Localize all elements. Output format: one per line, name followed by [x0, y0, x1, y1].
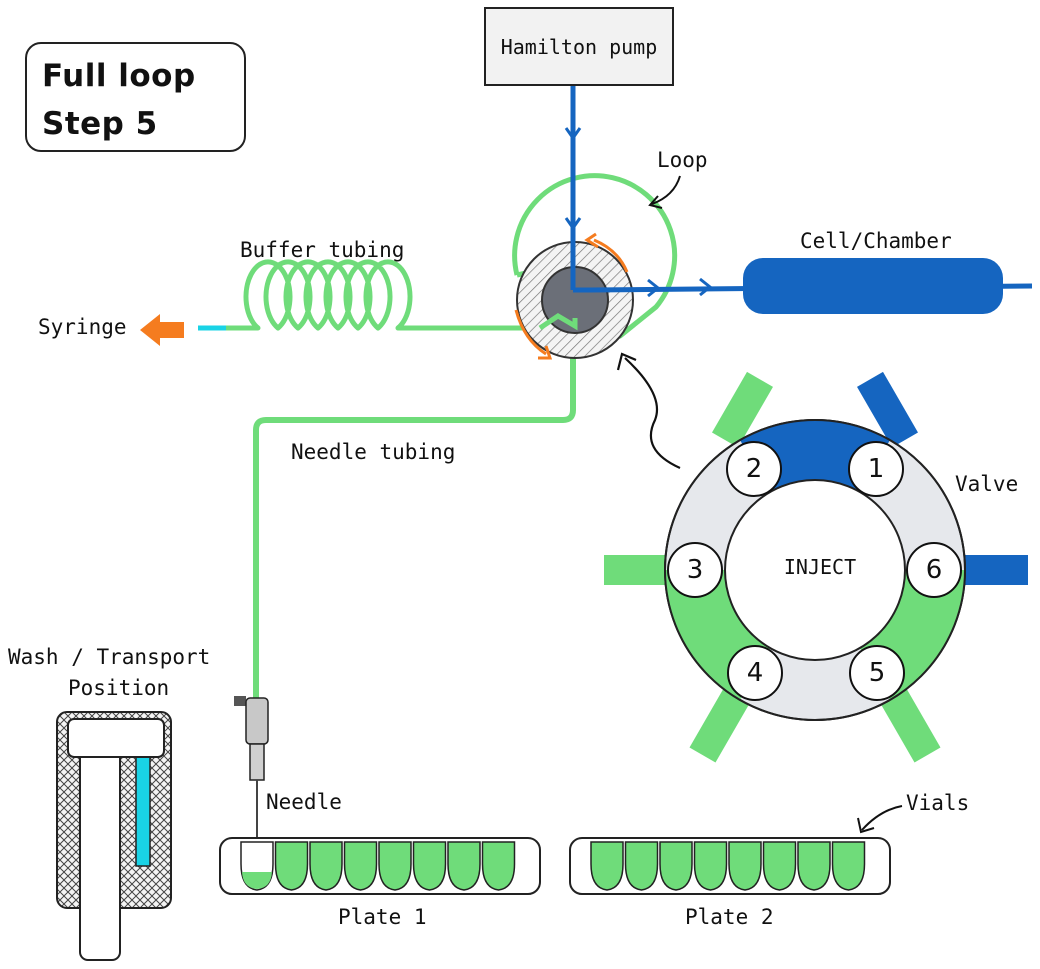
vial — [447, 841, 481, 891]
wash-label-line-1: Wash / Transport — [8, 645, 211, 669]
loop-label: Loop — [657, 148, 708, 172]
port-3-tab — [604, 555, 666, 585]
arrow-right-icon-2 — [699, 277, 713, 297]
needle-tubing-label: Needle tubing — [291, 440, 456, 464]
plate-1-vials — [240, 841, 516, 891]
title-line-1: Full loop — [42, 58, 196, 94]
vial — [378, 841, 412, 891]
vial — [831, 841, 866, 891]
valve-port-4[interactable]: 4 — [727, 645, 783, 701]
needle-label: Needle — [266, 790, 342, 814]
arrow-right-icon-1 — [647, 278, 661, 298]
valve-label: Valve — [955, 472, 1019, 496]
cell-chamber-label: Cell/Chamber — [800, 229, 952, 253]
valve-state-label: INJECT — [783, 555, 857, 579]
vial-fill — [242, 872, 272, 889]
wash-station — [56, 711, 172, 961]
plate-1-label: Plate 1 — [338, 905, 427, 929]
needle-tubing-path — [253, 318, 576, 700]
valve-port-6[interactable]: 6 — [906, 542, 962, 598]
title-line-2: Step 5 — [42, 106, 158, 142]
valve-pointer-arrow — [624, 357, 681, 470]
vial — [274, 841, 309, 891]
loop-path — [512, 173, 678, 339]
syringe-label: Syringe — [38, 315, 127, 339]
syringe-arrow-icon — [140, 314, 184, 346]
buffer-tubing-coil — [200, 259, 545, 331]
wash-label-line-2: Position — [68, 676, 170, 700]
hamilton-pump-label: Hamilton pump — [500, 35, 658, 59]
vials-label: Vials — [906, 791, 970, 815]
valve-green-channel — [538, 313, 578, 331]
loop-pointer-arrow — [651, 175, 681, 205]
valve-port-2[interactable]: 2 — [726, 441, 782, 497]
vials-pointer-arrow — [861, 805, 903, 831]
rotation-arrow-icon-bottom — [514, 309, 547, 356]
plate-2-label: Plate 2 — [685, 905, 774, 929]
needle-assembly — [234, 696, 269, 882]
vial — [481, 841, 516, 891]
vial — [590, 841, 624, 891]
valve-port-5[interactable]: 5 — [849, 645, 905, 701]
arrow-down-icon-1 — [564, 127, 582, 141]
vial — [797, 841, 831, 891]
vial — [693, 841, 728, 891]
vial — [762, 841, 797, 891]
plate-2-vials — [590, 841, 866, 891]
vial — [624, 841, 659, 891]
buffer-tubing-label: Buffer tubing — [240, 238, 405, 262]
valve-port-1[interactable]: 1 — [848, 441, 904, 497]
vial — [659, 841, 693, 891]
rotation-arrow-icon-top — [593, 238, 629, 273]
vial — [728, 841, 762, 891]
cell-chamber-shape — [743, 258, 1003, 314]
vial — [309, 841, 343, 891]
vial — [343, 841, 378, 891]
port-6-tab — [964, 555, 1028, 585]
arrow-down-icon-2 — [564, 217, 582, 231]
title-box: Full loop Step 5 — [25, 42, 246, 152]
hamilton-pump-box: Hamilton pump — [484, 7, 674, 86]
valve-port-3[interactable]: 3 — [667, 542, 723, 598]
vial — [412, 841, 447, 891]
